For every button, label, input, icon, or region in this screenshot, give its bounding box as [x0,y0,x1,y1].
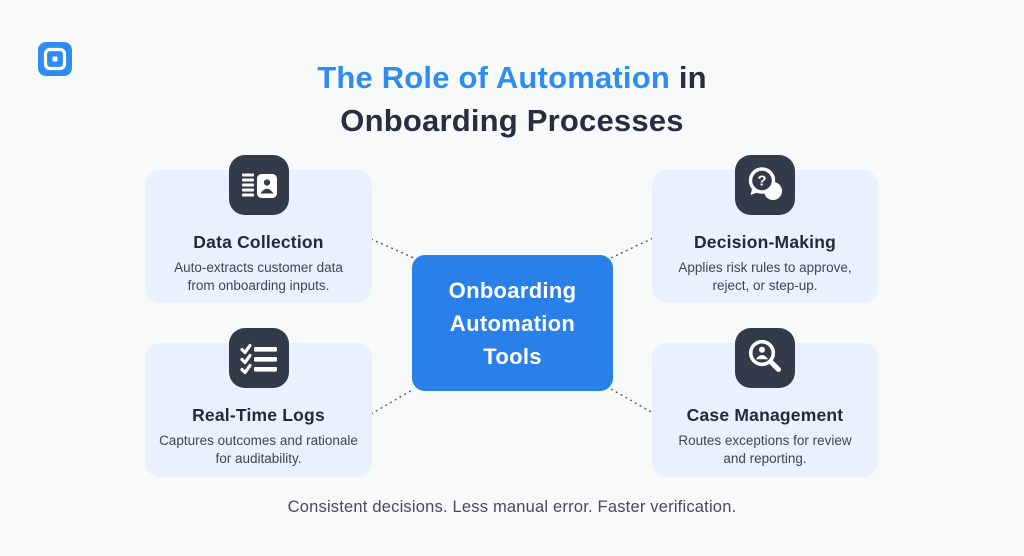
card-description: Captures outcomes and rationale for audi… [159,433,358,466]
title-line-1: The Role of Automation in [317,60,707,95]
center-node-line: Automation [449,310,576,336]
card-title: Real-Time Logs [192,405,325,425]
card-case-management: Case Management Routes exceptions for re… [652,328,878,477]
search-person-icon [735,328,795,388]
connector-bottom-left [370,388,415,415]
title-highlight: The Role of Automation [317,60,671,95]
title-line-2: Onboarding Processes [340,103,684,138]
center-node-line: Tools [483,343,542,369]
card-data-collection: Data Collection Auto-extracts customer d… [145,155,372,303]
nested-square-logo-icon [38,42,72,76]
center-node: Onboarding Automation Tools [412,255,613,391]
card-title: Data Collection [193,232,324,252]
center-node-line: Onboarding [448,277,577,303]
chat-question-icon: ? [735,155,795,215]
connector-bottom-right [610,388,654,414]
footer-caption: Consistent decisions. Less manual error.… [287,498,737,516]
connector-top-right [610,237,654,259]
brand-logo [38,42,72,76]
card-title: Case Management [686,405,844,425]
id-card-icon [228,155,289,215]
card-description: Applies risk rules to approve, reject, o… [678,260,852,293]
checklist-icon [228,328,289,388]
connector-top-left [370,238,415,259]
card-description: Auto-extracts customer data from onboard… [174,260,343,293]
card-decision-making: ? Decision-Making Applies risk rules to … [652,155,878,303]
card-real-time-logs: Real-Time Logs Captures outcomes and rat… [145,328,372,477]
title-tail: in [670,60,707,95]
page-title: The Role of Automation in Onboarding Pro… [0,56,1024,142]
card-title: Decision-Making [693,232,837,252]
card-description: Routes exceptions for review and reporti… [678,433,852,466]
question-mark-glyph: ? [757,173,766,190]
